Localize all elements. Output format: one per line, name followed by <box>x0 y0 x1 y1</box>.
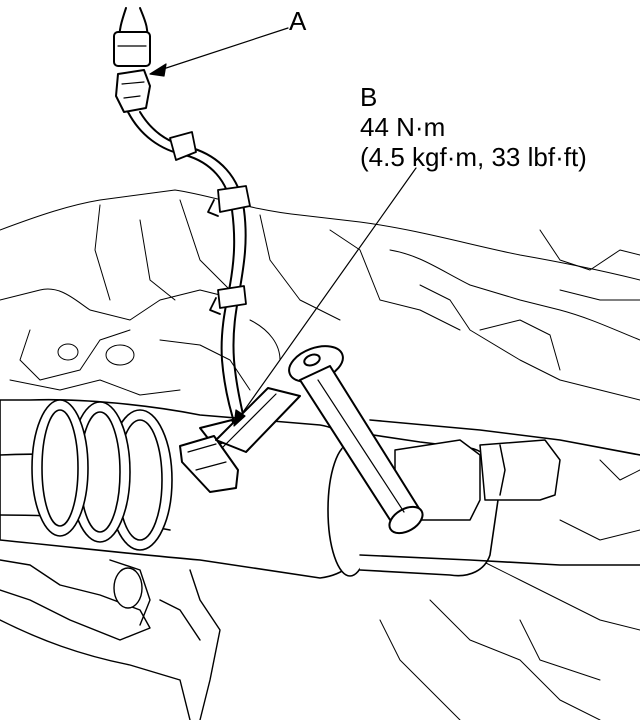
callout-label-a: A <box>289 6 307 36</box>
leader-line-a <box>154 28 288 72</box>
exhaust-flange-bracket <box>0 560 220 720</box>
callout-label-b: B <box>360 82 378 112</box>
arrowhead-a <box>150 64 166 76</box>
leader-lines <box>150 28 416 426</box>
sensor-wire-harness <box>114 8 250 428</box>
engine-background-outline <box>0 190 640 720</box>
torque-spec-alt: (4.5 kgf·m, 33 lbf·ft) <box>360 142 587 172</box>
arrowhead-b <box>234 410 245 426</box>
torque-spec-nm: 44 N·m <box>360 112 446 142</box>
socket-wrench <box>216 339 427 538</box>
exhaust-pipe <box>0 400 365 578</box>
leader-line-b <box>236 168 416 422</box>
